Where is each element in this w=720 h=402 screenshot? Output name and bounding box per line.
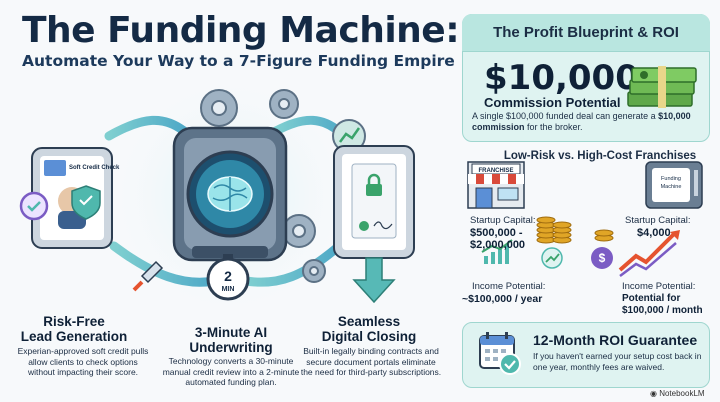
svg-text:$: $ <box>599 251 606 265</box>
machine-capital-label: Startup Capital: <box>625 215 691 226</box>
brain-icon <box>207 176 253 212</box>
franchise-sign: FRANCHISE <box>478 168 513 174</box>
commission-label: Commission Potential <box>484 95 621 110</box>
franchise-store-icon <box>467 161 525 209</box>
money-stack-icon <box>627 66 697 108</box>
machine-income-label: Income Potential: <box>622 281 696 292</box>
comparison-illustration: FRANCHISE Funding Machine $ <box>467 161 703 277</box>
dollar-circle-icon: $ <box>591 247 613 269</box>
risk-free-title: Risk-Free Lead Generation <box>20 314 128 344</box>
underwriting-title: 3-Minute AI Underwriting <box>189 325 273 355</box>
digital-closing-description: Built-in legally binding contracts and s… <box>300 346 442 377</box>
digital-closing-title: Seamless Digital Closing <box>321 314 417 344</box>
funding-machine-box-icon <box>645 161 703 209</box>
trend-up-circle-icon <box>541 247 563 269</box>
machine-sign-line1: Funding <box>661 176 681 182</box>
roi-heading: The Profit Blueprint & ROI <box>462 14 710 52</box>
brand-label: ◉ NotebookLM <box>650 389 705 398</box>
underwriting-description: Technology converts a 30-minute manual c… <box>162 356 300 387</box>
machine-capital-value: $4,000 <box>637 227 671 239</box>
page-title: The Funding Machine: <box>22 10 460 51</box>
soft-credit-card-label: Soft Credit Check <box>69 165 120 171</box>
funding-machine-illustration: 2 MIN Soft Credit Check <box>19 76 415 316</box>
guarantee-description: If you haven't earned your setup cost ba… <box>533 351 702 372</box>
steep-growth-arrow-icon <box>618 230 680 277</box>
franchise-capital-label: Startup Capital: <box>470 215 536 226</box>
growth-chart-icon <box>481 239 513 264</box>
check-badge-icon <box>19 191 49 221</box>
rocket-icon <box>132 260 164 292</box>
coin-stack-large-icon <box>536 216 572 244</box>
franchise-capital-value: $500,000 - $2,000,000 <box>470 227 526 251</box>
timer-value: 2 <box>224 268 232 284</box>
machine-sign-line2: Machine <box>661 184 682 190</box>
commission-amount: $10,000 <box>484 58 639 98</box>
calendar-check-icon <box>479 332 521 375</box>
brand-icon: ◉ <box>650 389 660 398</box>
gear-icon <box>200 89 326 283</box>
machine-income-value: Potential for $100,000 / month <box>622 293 703 316</box>
coin-stack-small-icon <box>594 229 614 242</box>
guarantee-title: 12-Month ROI Guarantee <box>533 332 698 348</box>
down-arrow-icon <box>352 257 396 304</box>
franchise-income-value: ~$100,000 / year <box>462 293 543 305</box>
timer-unit: MIN <box>222 286 235 293</box>
page-subtitle: Automate Your Way to a 7-Figure Funding … <box>22 52 455 70</box>
franchise-income-label: Income Potential: <box>472 281 546 292</box>
risk-free-description: Experian-approved soft credit pulls allo… <box>17 346 149 377</box>
timer-icon <box>206 254 250 301</box>
comparison-title: Low-Risk vs. High-Cost Franchises <box>503 150 697 162</box>
signature-icon <box>373 221 393 230</box>
lock-icon <box>366 173 382 196</box>
commission-description: A single $100,000 funded deal can genera… <box>472 111 691 132</box>
